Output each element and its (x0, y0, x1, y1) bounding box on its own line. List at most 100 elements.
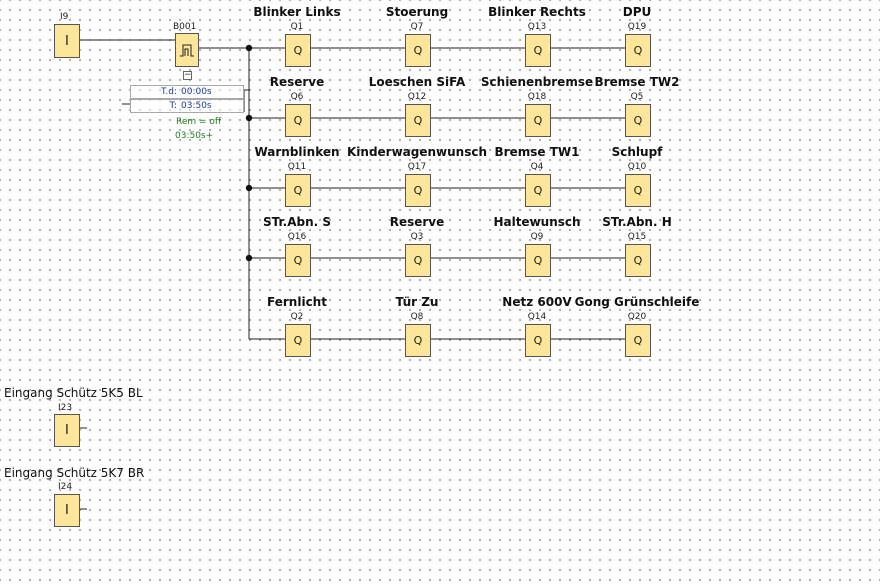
output-block[interactable]: Q (405, 174, 431, 207)
output-tag: Q17 (407, 162, 427, 172)
output-symbol: Q (633, 254, 643, 267)
output-title: Loeschen SiFA (368, 75, 466, 89)
output-tag: Q20 (627, 312, 647, 322)
input-i24-symbol: I (65, 503, 69, 518)
output-title: Fernlicht (267, 295, 327, 309)
output-title: Netz 600V (502, 295, 572, 309)
output-title: Blinker Rechts (488, 5, 586, 19)
output-title: Haltewunsch (493, 215, 581, 229)
output-block[interactable]: Q (405, 324, 431, 357)
output-title: Bremse TW1 (494, 145, 580, 159)
output-symbol: Q (293, 44, 303, 57)
timer-tag: B001 (173, 22, 197, 32)
output-block[interactable]: Q (525, 104, 551, 137)
output-title: Schlupf (611, 145, 663, 159)
input-i24-label: Eingang Schütz 5K7 BR (4, 466, 145, 480)
output-title: Schienenbremse (480, 75, 594, 89)
output-symbol: Q (633, 44, 643, 57)
timer-t-value: 03:50s (181, 101, 212, 111)
output-symbol: Q (293, 334, 303, 347)
timer-t-label: T: (169, 101, 177, 111)
output-symbol: Q (413, 184, 423, 197)
output-symbol: Q (413, 334, 423, 347)
output-symbol: Q (533, 44, 543, 57)
output-block[interactable]: Q (285, 34, 311, 67)
timer-remaining: 03:50s+ (175, 131, 214, 141)
output-tag: Q10 (627, 162, 647, 172)
input-block-i23[interactable]: I (54, 414, 80, 447)
output-tag: Q18 (527, 92, 547, 102)
junction-dot (245, 184, 253, 192)
output-title: Reserve (389, 215, 445, 229)
input-i24-tag: I24 (58, 482, 73, 492)
timer-retentive: Rem = off (176, 117, 222, 127)
output-title: STr.Abn. S (262, 215, 332, 229)
output-title: DPU (622, 5, 652, 19)
output-block[interactable]: Q (285, 174, 311, 207)
output-symbol: Q (533, 184, 543, 197)
input-i9-symbol: I (65, 33, 69, 49)
output-title: Reserve (269, 75, 325, 89)
output-tag: Q6 (290, 92, 304, 102)
output-block[interactable]: Q (525, 244, 551, 277)
input-i23-symbol: I (65, 423, 69, 438)
output-title: Blinker Links (253, 5, 341, 19)
input-i9-tag: I9 (60, 12, 69, 22)
input-block-i9[interactable]: I (54, 24, 80, 58)
output-tag: Q5 (630, 92, 644, 102)
timer-param-t[interactable]: T: 03:50s (130, 99, 244, 113)
junction-dot (245, 114, 253, 122)
pulse-timer-icon (180, 44, 194, 57)
output-tag: Q4 (530, 162, 544, 172)
output-block[interactable]: Q (625, 324, 651, 357)
output-symbol: Q (413, 254, 423, 267)
output-block[interactable]: Q (285, 324, 311, 357)
output-block[interactable]: Q (285, 244, 311, 277)
output-symbol: Q (293, 114, 303, 127)
output-tag: Q19 (627, 22, 647, 32)
output-block[interactable]: Q (625, 244, 651, 277)
output-block[interactable]: Q (625, 34, 651, 67)
output-tag: Q16 (287, 232, 307, 242)
output-tag: Q9 (530, 232, 544, 242)
output-tag: Q15 (627, 232, 647, 242)
output-title: Tür Zu (395, 295, 439, 309)
timer-td-value: 00:00s (181, 87, 212, 97)
output-block[interactable]: Q (525, 324, 551, 357)
input-block-i24[interactable]: I (54, 494, 80, 527)
output-tag: Q3 (410, 232, 424, 242)
junction-dot (245, 254, 253, 262)
output-symbol: Q (633, 184, 643, 197)
input-i23-label: Eingang Schütz 5K5 BL (4, 386, 143, 400)
timer-block-b001[interactable] (175, 33, 199, 67)
output-title: Stoerung (385, 5, 449, 19)
output-block[interactable]: Q (525, 174, 551, 207)
output-title: Gong Grünschleife (574, 295, 700, 309)
output-tag: Q2 (290, 312, 304, 322)
output-tag: Q14 (527, 312, 547, 322)
output-block[interactable]: Q (525, 34, 551, 67)
output-tag: Q12 (407, 92, 427, 102)
output-title: STr.Abn. H (602, 215, 672, 229)
output-symbol: Q (533, 334, 543, 347)
output-symbol: Q (413, 44, 423, 57)
output-symbol: Q (293, 254, 303, 267)
output-block[interactable]: Q (625, 104, 651, 137)
output-block[interactable]: Q (625, 174, 651, 207)
collapse-toggle-icon[interactable]: − (183, 70, 192, 80)
output-tag: Q11 (287, 162, 307, 172)
output-symbol: Q (293, 184, 303, 197)
output-symbol: Q (533, 114, 543, 127)
output-symbol: Q (413, 114, 423, 127)
timer-param-td[interactable]: T.d:00:00s (130, 85, 244, 99)
output-tag: Q13 (527, 22, 547, 32)
output-tag: Q7 (410, 22, 424, 32)
output-block[interactable]: Q (285, 104, 311, 137)
output-tag: Q1 (290, 22, 304, 32)
output-block[interactable]: Q (405, 34, 431, 67)
output-tag: Q8 (410, 312, 424, 322)
output-title: Warnblinken (254, 145, 340, 159)
output-block[interactable]: Q (405, 104, 431, 137)
output-block[interactable]: Q (405, 244, 431, 277)
